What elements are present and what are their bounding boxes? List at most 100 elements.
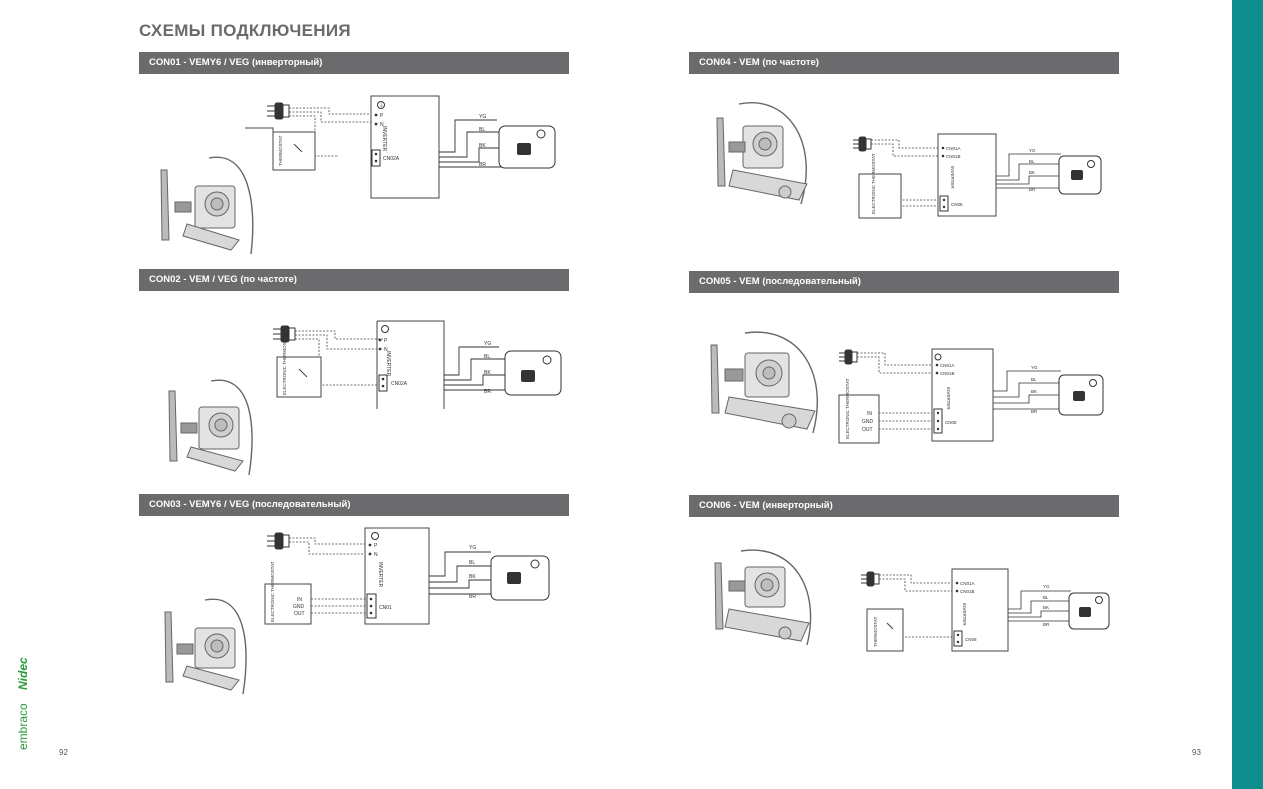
wire-bk: BK	[1043, 605, 1049, 610]
wire-br: BR	[484, 389, 491, 395]
connector-cn01a: CN01A	[940, 363, 955, 368]
connector-cn01a: CN01A	[960, 581, 975, 586]
connector-cn02a: CN02A	[383, 156, 400, 162]
connector-cn08: CN08	[945, 420, 957, 425]
side-color-strip	[1232, 0, 1263, 789]
compressor-photo	[160, 156, 254, 255]
connector-cn01b: CN01B	[940, 371, 955, 376]
wire-yg: YG	[484, 341, 491, 347]
wire-bk: BK	[1031, 389, 1037, 394]
wire-br: BR	[1031, 409, 1038, 414]
inverter-box	[951, 568, 1009, 652]
page-title: СХЕМЫ ПОДКЛЮЧЕНИЯ	[139, 21, 351, 40]
inverter-label: INVERTER	[377, 562, 383, 588]
electronic-thermostat-box	[838, 394, 880, 444]
section-header-con01: CON01 - VEMY6 / VEG (инверторный)	[139, 52, 569, 74]
electronic-thermostat-box	[264, 583, 312, 625]
connector-cn08: CN08	[965, 637, 977, 642]
embraco-logo: embraco	[16, 703, 30, 750]
motor-connector-icon	[1071, 170, 1083, 180]
wire-bk: BK	[1029, 170, 1035, 175]
motor-connector-icon	[517, 143, 531, 155]
compressor-photo	[164, 598, 247, 695]
label-in: IN	[867, 411, 872, 417]
thermostat-box	[866, 608, 904, 652]
motor-connector-icon	[1073, 391, 1085, 401]
section-header-con05: CON05 - VEM (последовательный)	[689, 271, 1119, 293]
electronic-thermostat-label: ELECTRONIC THERMOSTAT	[871, 153, 876, 214]
power-plug-icon	[267, 102, 290, 120]
section-header-con03: CON03 - VEMY6 / VEG (последовательный)	[139, 494, 569, 516]
thermostat-label: THERMOSTAT	[278, 135, 283, 166]
terminal-p: P	[384, 338, 388, 344]
wiring-diagram-con02: ELECTRONIC THERMOSTAT P N CN02A INVERTER…	[168, 320, 562, 476]
label-in: IN	[297, 597, 302, 603]
wire-br: BR	[469, 594, 476, 600]
electronic-thermostat-box	[858, 173, 902, 219]
power-plug-icon	[853, 136, 872, 152]
wire-yg: YG	[479, 114, 486, 120]
power-plug-icon	[273, 325, 296, 343]
terminal-n: N	[384, 347, 388, 353]
section-header-con06: CON06 - VEM (инверторный)	[689, 495, 1119, 517]
page-number-left: 92	[59, 748, 68, 757]
wire-bk: BK	[484, 370, 491, 376]
wire-yg: YG	[1031, 365, 1038, 370]
wire-yg: YG	[1043, 584, 1050, 589]
wiring-diagram-con03: ELECTRONIC THERMOSTAT IN GND OUT P N CN0…	[164, 527, 550, 695]
electronic-thermostat-box	[276, 356, 322, 398]
power-plug-icon	[267, 532, 290, 550]
wire-bl: BL	[1029, 159, 1035, 164]
wiring-diagram-con01: THERMOSTAT ⏚ P N CN02A INVERTER YG BL BK…	[160, 95, 556, 255]
connector-cn01a: CN01A	[946, 146, 961, 151]
label-out: OUT	[862, 427, 873, 433]
motor-connector-icon	[507, 572, 521, 584]
wiring-diagram-con04: ELECTRONIC THERMOSTAT CN01A CN01B CN08 I…	[716, 102, 1102, 219]
section-header-con02: CON02 - VEM / VEG (по частоте)	[139, 269, 569, 291]
terminal-p: P	[380, 113, 384, 119]
compressor-photo	[168, 379, 253, 476]
page-number-right: 93	[1192, 748, 1201, 757]
wire-yg: YG	[1029, 148, 1036, 153]
wire-br: BR	[1043, 622, 1050, 627]
electronic-thermostat-label: ELECTRONIC THERMOSTAT	[845, 378, 850, 439]
inverter-label: INVERTER	[950, 166, 955, 189]
connector-cn08: CN08	[951, 202, 963, 207]
wire-bl: BL	[469, 560, 475, 566]
wire-bl: BL	[479, 127, 485, 133]
wiring-diagram-con05: ELECTRONIC THERMOSTAT IN GND OUT CN01A C…	[710, 331, 1104, 444]
connector-cn01: CN01	[379, 605, 392, 611]
nidec-logo: Nidec	[16, 657, 30, 690]
compressor-photo	[710, 331, 818, 434]
svg-text:⏚: ⏚	[379, 102, 384, 109]
connector-cn02a: CN02A	[391, 381, 408, 387]
wiring-diagram-con06: THERMOSTAT CN01A CN01B CN08 INVERTER YG …	[714, 549, 1110, 652]
wire-br: BR	[1029, 187, 1036, 192]
inverter-label: INVERTER	[962, 603, 967, 626]
connector-cn01b: CN01B	[946, 154, 961, 159]
thermostat-box	[272, 131, 316, 171]
thermostat-label: THERMOSTAT	[873, 616, 878, 647]
motor-connector-icon	[521, 370, 535, 382]
label-gnd: GND	[862, 419, 874, 425]
wire-bl: BL	[484, 354, 490, 360]
inverter-label: INVERTER	[385, 351, 391, 377]
electronic-thermostat-label: ELECTRONIC THERMOSTAT	[270, 561, 275, 622]
wire-yg: YG	[469, 545, 476, 551]
power-plug-icon	[861, 571, 880, 587]
label-out: OUT	[294, 611, 305, 617]
wire-bl: BL	[1031, 377, 1037, 382]
inverter-box	[370, 95, 440, 199]
terminal-n: N	[380, 122, 384, 128]
section-header-con04: CON04 - VEM (по частоте)	[689, 52, 1119, 74]
terminal-p: P	[374, 543, 378, 549]
power-plug-icon	[839, 349, 858, 365]
motor-connector-icon	[1079, 607, 1091, 617]
brand-logo: embraco Nidec	[12, 657, 36, 752]
wire-bl: BL	[1043, 595, 1049, 600]
label-gnd: GND	[293, 604, 305, 610]
compressor-photo	[714, 549, 812, 646]
inverter-label: INVERTER	[946, 387, 951, 410]
electronic-thermostat-label: ELECTRONIC THERMOSTAT	[282, 334, 287, 395]
connector-cn01b: CN01B	[960, 589, 975, 594]
